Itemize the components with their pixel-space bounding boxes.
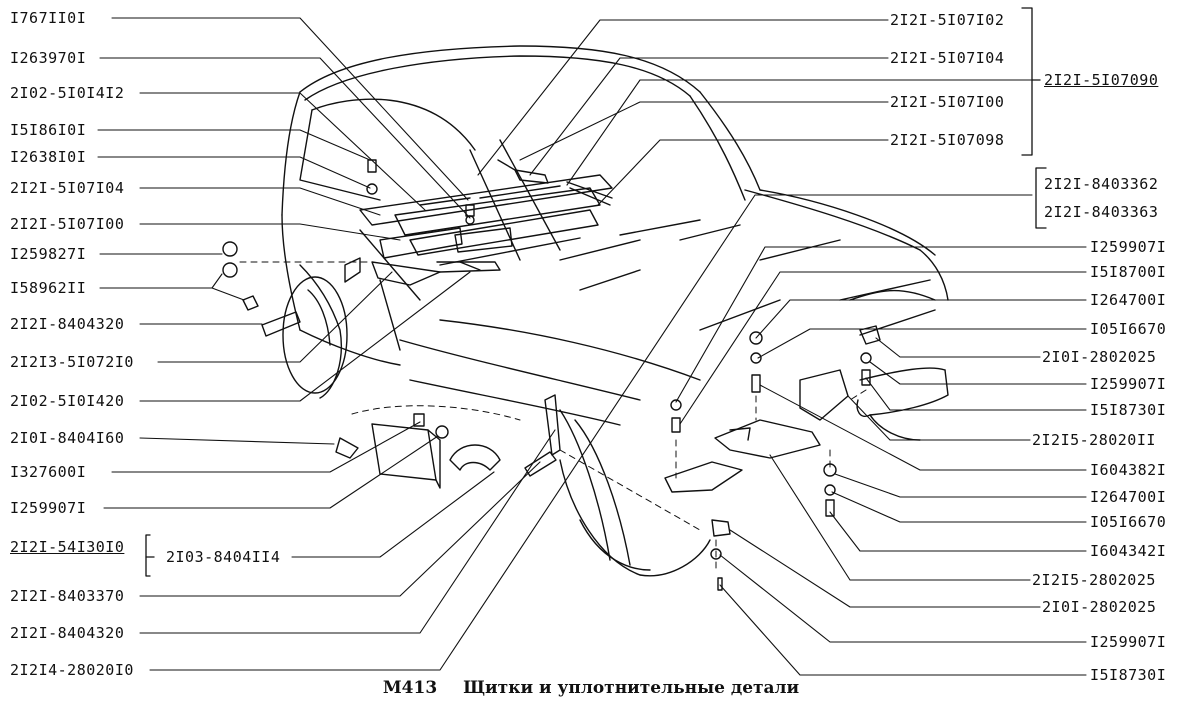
group-brackets [145, 7, 1047, 577]
part-label-t4: 2I2I-5I07098 [890, 131, 1005, 149]
part-label-l2: I263970I [10, 49, 87, 67]
part-label-p2: 2I2I-8403363 [1044, 203, 1159, 221]
part-label-r6: I259907I [1090, 375, 1167, 393]
leader-lines [97, 17, 1087, 676]
part-label-r11: I05I6670 [1090, 513, 1167, 531]
part-label-t2: 2I2I-5I07I04 [890, 49, 1005, 67]
part-label-l5: I2638I0I [10, 148, 87, 166]
floor-panels [359, 159, 613, 286]
part-label-r7: I5I8730I [1090, 401, 1167, 419]
group-label: 2I2I-5I07090 [1044, 71, 1159, 89]
part-label-mid: 2I03-8404II4 [166, 548, 281, 566]
part-label-r8: 2I2I5-28020II [1032, 431, 1156, 449]
dashed-assembly-lines [239, 261, 867, 571]
part-label-l3: 2I02-5I0I4I2 [10, 84, 125, 102]
part-label-r10: I264700I [1090, 488, 1167, 506]
part-label-r2: I5I8700I [1090, 263, 1167, 281]
part-label-l1: I767II0I [10, 9, 87, 27]
part-label-l17: 2I2I-8403370 [10, 587, 125, 605]
part-label-r16: I5I8730I [1090, 666, 1167, 684]
part-label-l6: 2I2I-5I07I04 [10, 179, 125, 197]
part-label-p1: 2I2I-8403362 [1044, 175, 1159, 193]
part-label-l19: 2I2I4-28020I0 [10, 661, 134, 679]
part-label-r4: I05I6670 [1090, 320, 1167, 338]
part-label-l9: I58962II [10, 279, 87, 297]
part-label-r12: I604342I [1090, 542, 1167, 560]
figure-caption: M413 Щитки и уплотнительные детали [0, 678, 1182, 698]
part-label-l18: 2I2I-8404320 [10, 624, 125, 642]
part-label-r1: I259907I [1090, 238, 1167, 256]
caption-code: M413 [382, 678, 438, 698]
part-label-l13: 2I0I-8404I60 [10, 429, 125, 447]
part-label-l7: 2I2I-5I07I00 [10, 215, 125, 233]
part-label-l12: 2I02-5I0I420 [10, 392, 125, 410]
lamp-housing [335, 394, 561, 489]
underbody-shields [664, 325, 881, 591]
part-label-t3: 2I2I-5I07I00 [890, 93, 1005, 111]
part-label-l10: 2I2I-8404320 [10, 315, 125, 333]
part-label-r3: I264700I [1090, 291, 1167, 309]
part-label-r15: I259907I [1090, 633, 1167, 651]
part-label-r9: I604382I [1090, 461, 1167, 479]
part-label-l8: I259827I [10, 245, 87, 263]
part-label-r13: 2I2I5-2802025 [1032, 571, 1156, 589]
part-label-t1: 2I2I-5I07I02 [890, 11, 1005, 29]
part-label-r14: 2I0I-2802025 [1042, 598, 1157, 616]
part-label-l16: 2I2I-54I30I0 [10, 538, 125, 556]
car-body [281, 45, 949, 577]
part-label-r5: 2I0I-2802025 [1042, 348, 1157, 366]
part-label-l11: 2I2I3-5I072I0 [10, 353, 134, 371]
part-label-l4: I5I86I0I [10, 121, 87, 139]
part-label-l15: I259907I [10, 499, 87, 517]
part-label-l14: I327600I [10, 463, 87, 481]
caption-title: Щитки и уплотнительные детали [463, 678, 800, 698]
fasteners-left [222, 159, 378, 337]
